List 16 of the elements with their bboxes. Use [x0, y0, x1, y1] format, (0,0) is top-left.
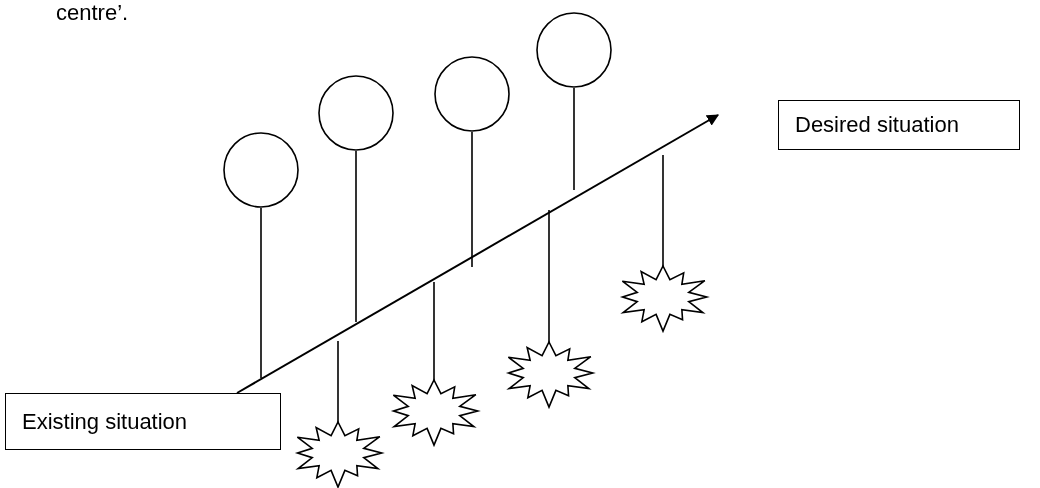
empty-circle	[318, 75, 394, 151]
stem-line	[260, 207, 262, 379]
stem-line	[433, 281, 435, 381]
stem-line	[337, 340, 339, 423]
empty-circle	[536, 12, 612, 88]
empty-circle	[434, 56, 510, 132]
arrow	[236, 114, 720, 394]
text-box: Desired situation	[778, 100, 1020, 150]
stem-line	[662, 154, 664, 267]
stem-line	[573, 87, 575, 191]
stem-line	[471, 131, 473, 268]
empty-circle	[223, 132, 299, 208]
text-box: Existing situation	[5, 393, 281, 450]
stem-line	[548, 209, 550, 343]
note-text: centre’.	[56, 0, 129, 26]
stem-line	[355, 150, 357, 323]
